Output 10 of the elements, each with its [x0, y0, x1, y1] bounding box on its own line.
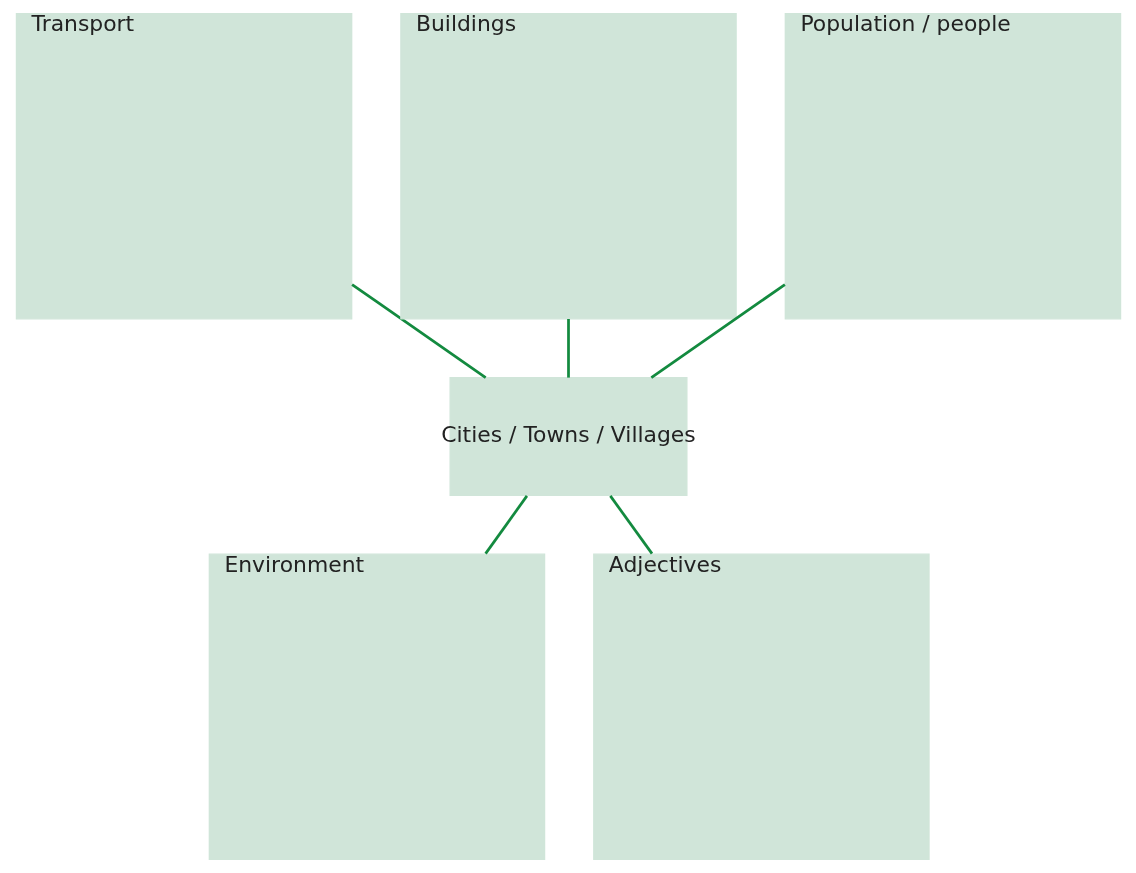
- connector: [566, 319, 570, 378]
- connector: [608, 495, 653, 555]
- node-box: Buildings: [399, 13, 737, 320]
- node-box: Environment: [208, 553, 545, 860]
- node-box: Transport: [15, 13, 352, 320]
- connector: [650, 283, 786, 379]
- connector: [350, 283, 486, 379]
- node-box: Adjectives: [592, 553, 930, 860]
- connector: [483, 495, 528, 555]
- node-box: Population / people: [784, 13, 1121, 320]
